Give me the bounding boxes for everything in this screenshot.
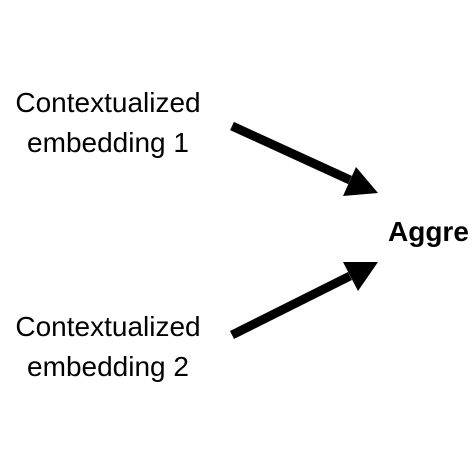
edge-input-1-to-aggregator — [230, 121, 378, 196]
arrow-head-2 — [343, 262, 378, 291]
arrow-head-1 — [343, 167, 378, 196]
input-node-1: Contextualized embedding 1 — [0, 83, 222, 163]
arrow-shaft-2 — [229, 271, 353, 340]
input-node-1-line2: embedding 1 — [27, 127, 189, 158]
aggregator-node: Aggre — [388, 216, 469, 247]
input-node-2-line1: Contextualized — [15, 311, 201, 342]
input-node-2-line2: embedding 2 — [27, 351, 189, 382]
input-node-2: Contextualized embedding 2 — [0, 307, 222, 387]
edge-input-2-to-aggregator — [229, 262, 378, 340]
arrow-shaft-1 — [230, 121, 352, 185]
input-node-1-line1: Contextualized — [15, 87, 201, 118]
